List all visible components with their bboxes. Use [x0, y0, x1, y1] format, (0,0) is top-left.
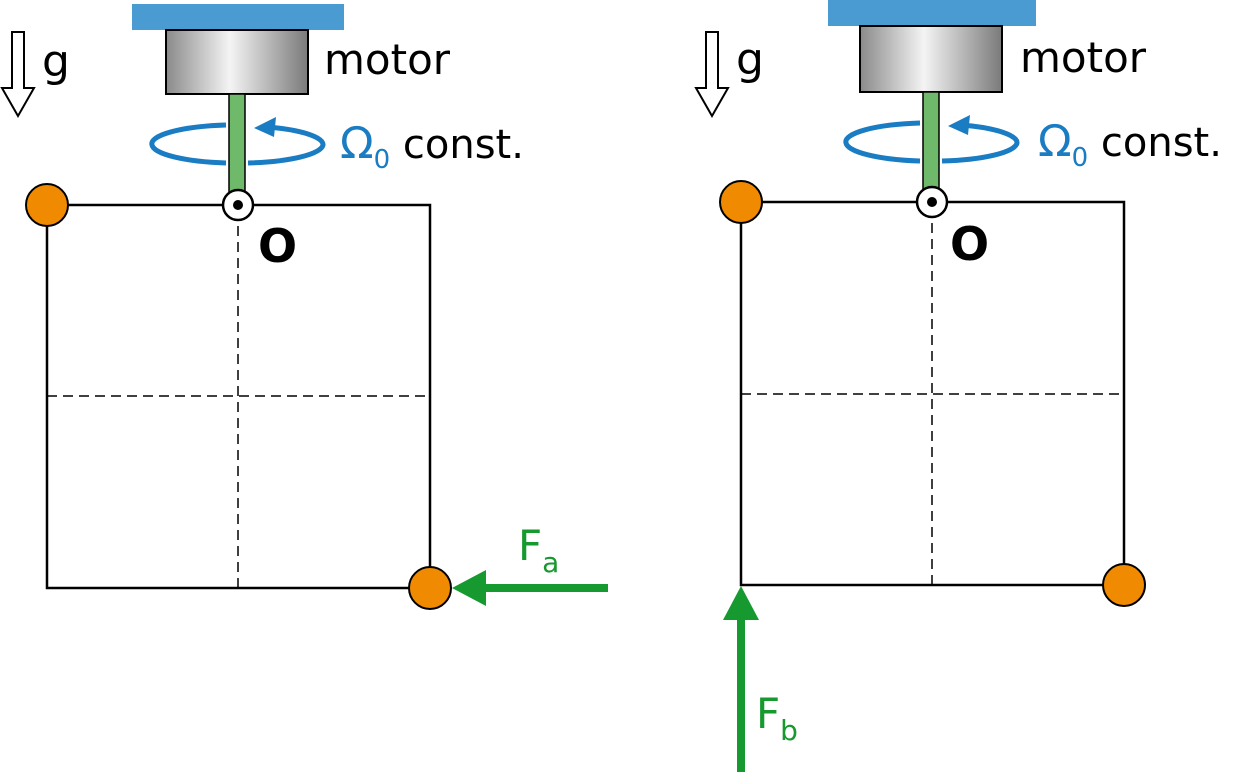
- mass-top-left: [25, 183, 69, 227]
- force-subscript: b: [780, 714, 798, 747]
- omega-symbol: Ω: [340, 118, 374, 169]
- rotation-arrow-back: [149, 122, 227, 166]
- omega-subscript: 0: [1072, 143, 1089, 173]
- pivot-dot: [233, 200, 243, 210]
- rotation-arrowhead-icon: [948, 115, 970, 135]
- omega-label: Ω0 const.: [340, 118, 524, 175]
- force-arrowhead-icon: [723, 586, 759, 620]
- gravity-arrow-icon: [694, 31, 730, 119]
- panel-b: g motor Ω0 const. O Fb: [694, 0, 1222, 772]
- omega-label: Ω0 const.: [1038, 116, 1222, 173]
- force-symbol: F: [518, 521, 542, 570]
- mass-bottom-right: [1102, 563, 1146, 607]
- omega-symbol: Ω: [1038, 116, 1072, 167]
- rotation-arrowhead-icon: [254, 117, 276, 137]
- force-label: Fa: [518, 521, 559, 579]
- pivot-label: O: [950, 217, 989, 271]
- omega-suffix: const.: [1088, 120, 1222, 166]
- motor-mount-plate: [132, 4, 344, 30]
- pivot-dot: [927, 197, 937, 207]
- motor-body-icon: [165, 29, 309, 95]
- motor-label: motor: [1020, 33, 1147, 82]
- gravity-arrow-icon: [0, 31, 36, 119]
- shaft: [228, 93, 246, 197]
- omega-subscript: 0: [374, 145, 391, 175]
- rotation-arrow-front: [247, 124, 326, 166]
- gravity-label: g: [42, 36, 70, 87]
- motor-body-icon: [859, 25, 1003, 93]
- rotation-arrow-back: [843, 120, 921, 164]
- rotation-arrow-front: [941, 122, 1020, 164]
- motor-label: motor: [324, 35, 451, 84]
- force-subscript: a: [542, 546, 559, 579]
- panel-a: g motor Ω0 const. O Fa: [0, 4, 608, 610]
- force-symbol: F: [756, 689, 780, 738]
- mass-top-left: [719, 180, 763, 224]
- omega-suffix: const.: [390, 122, 524, 168]
- gravity-label: g: [736, 34, 764, 85]
- shaft: [922, 91, 940, 195]
- force-label: Fb: [756, 689, 798, 747]
- pivot-label: O: [258, 219, 297, 273]
- force-arrowhead-icon: [452, 570, 486, 606]
- motor-mount-plate: [828, 0, 1036, 26]
- mass-bottom-right: [408, 566, 452, 610]
